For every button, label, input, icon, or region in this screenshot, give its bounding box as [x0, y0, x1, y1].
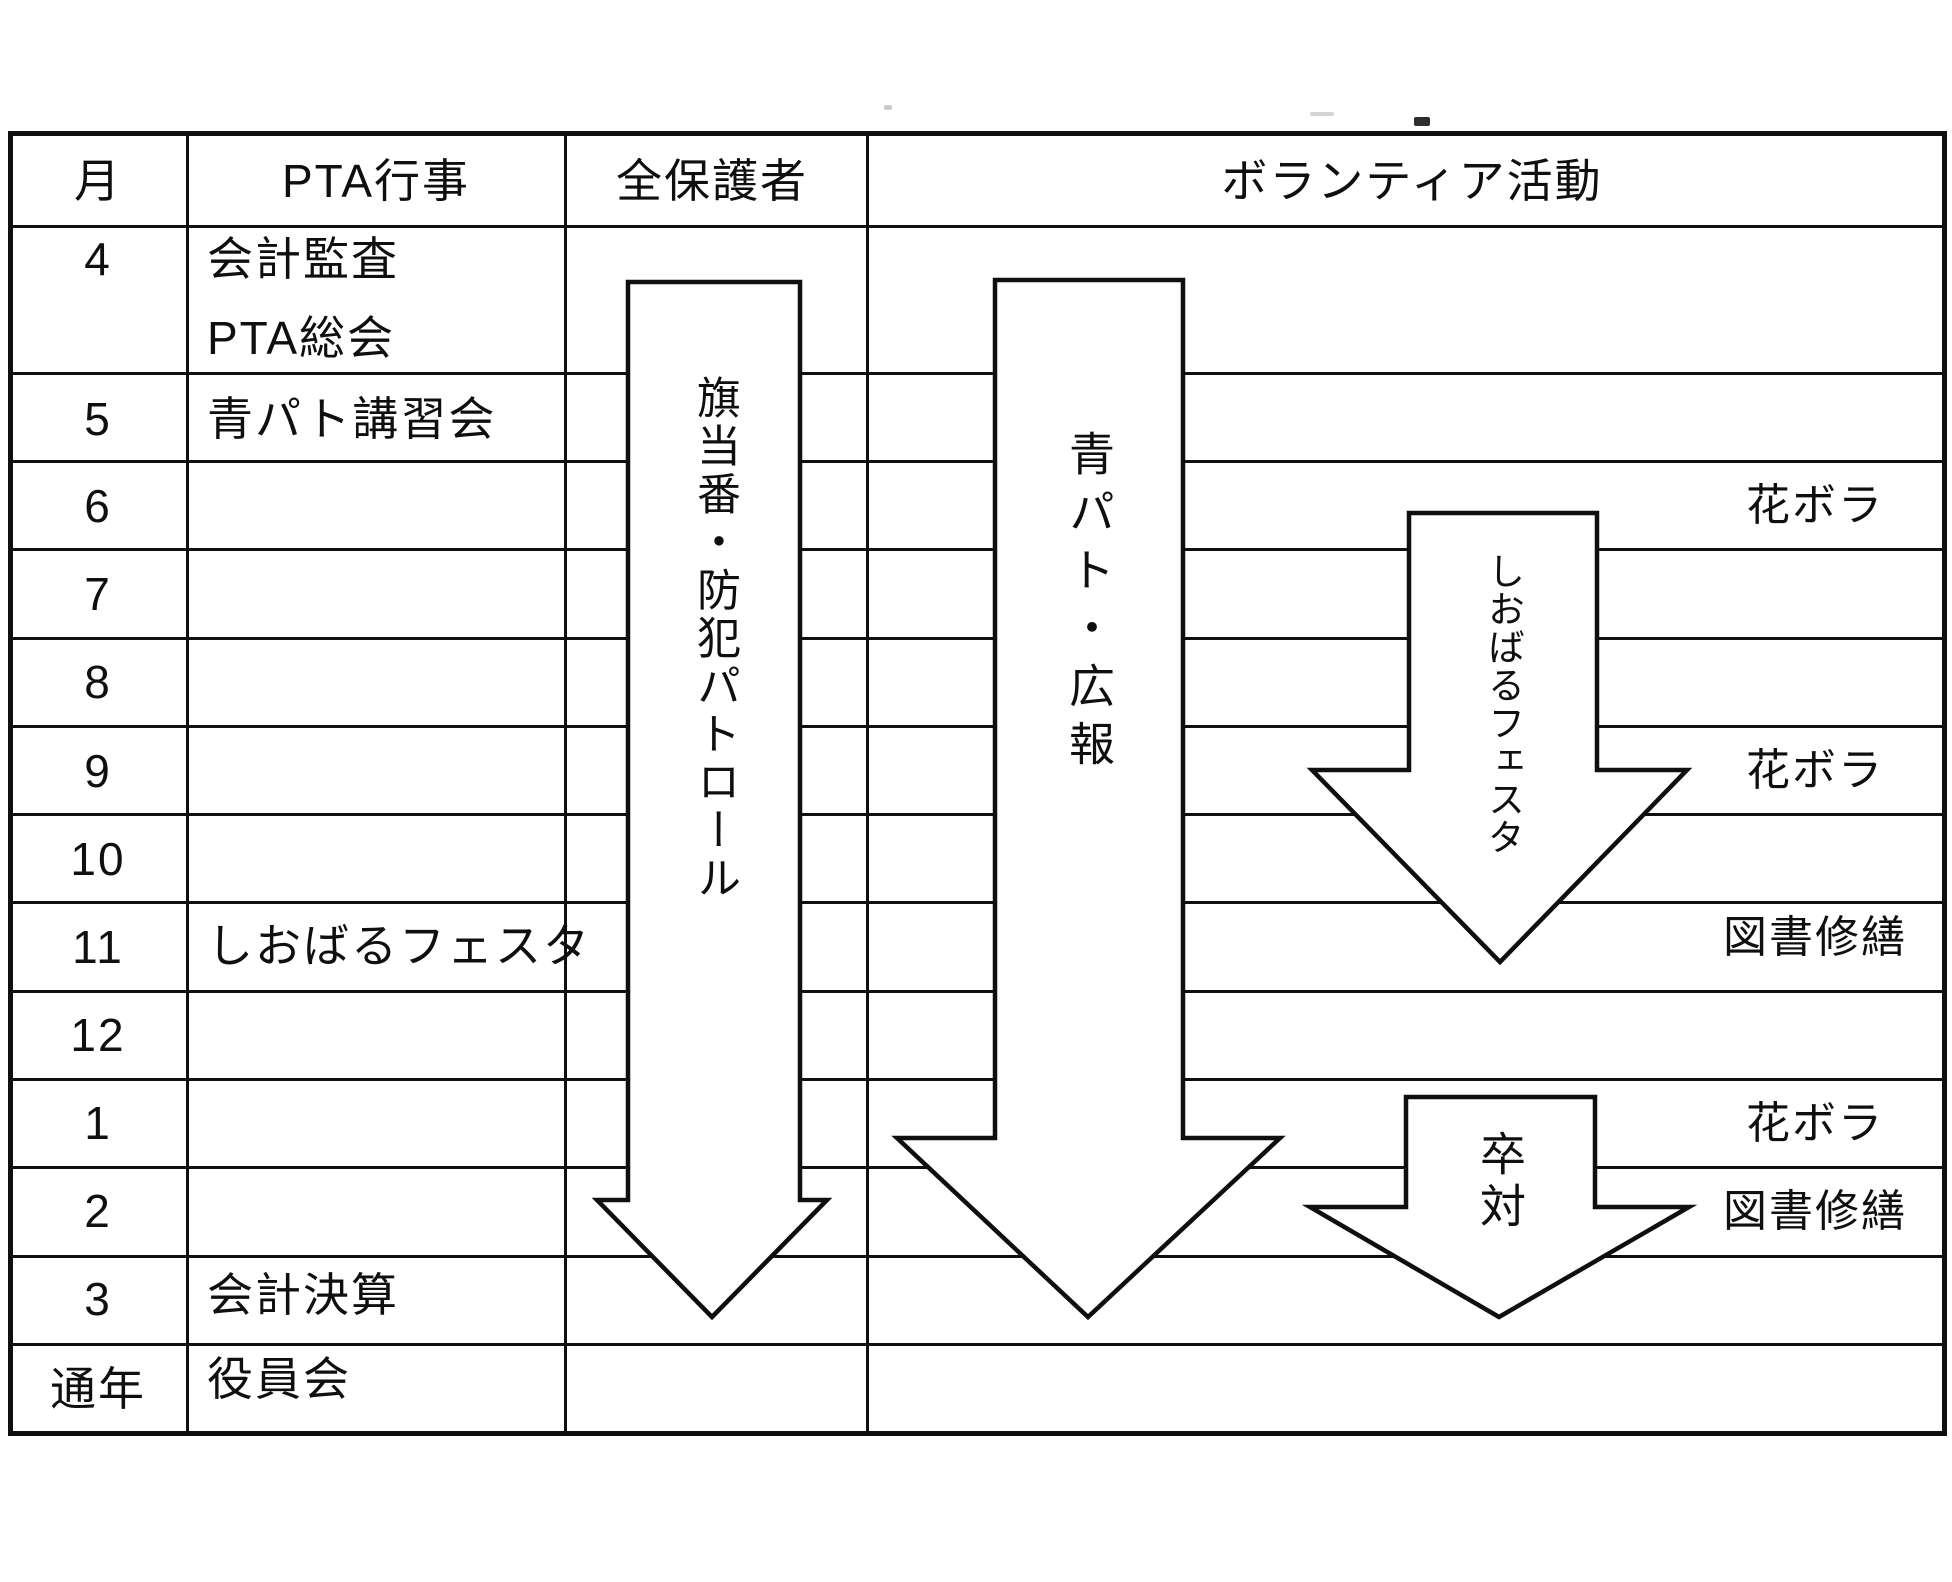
- side-label-book-repair-feb: 図書修繕: [1723, 1187, 1907, 1236]
- month-cell-8: 8: [84, 656, 112, 708]
- row-line: [10, 813, 1945, 816]
- row-line: [10, 637, 1945, 640]
- side-label-hanabora-jun: 花ボラ: [1746, 481, 1884, 530]
- month-cell-4: 4: [84, 233, 112, 285]
- event-officers-meeting: 役員会: [207, 1353, 351, 1405]
- guardian-flow-arrow-label: 旗当番・防犯パトロール: [690, 375, 739, 903]
- month-cell-12: 12: [70, 1009, 126, 1061]
- table-border-top: [8, 131, 1947, 136]
- month-cell-10: 10: [70, 833, 126, 885]
- event-shiobaru-festa: しおばるフェスタ: [207, 920, 591, 972]
- month-cell-yearround: 通年: [50, 1363, 146, 1415]
- event-pta-general-meeting: PTA総会: [207, 312, 396, 364]
- row-line: [10, 372, 1945, 375]
- row-line-header: [10, 225, 1945, 228]
- side-label-hanabora-jan: 花ボラ: [1746, 1099, 1884, 1148]
- volunteer-flow-arrow-label: 青パト・広報: [1063, 430, 1115, 778]
- festa-flow-arrow: [1306, 510, 1693, 966]
- header-all-guardians: 全保護者: [616, 155, 808, 207]
- graduation-flow-arrow: [1301, 1094, 1698, 1320]
- row-line: [10, 460, 1945, 463]
- month-cell-11: 11: [72, 921, 124, 973]
- row-line: [10, 548, 1945, 551]
- column-line-pta-events: [564, 134, 567, 1434]
- month-cell-7: 7: [84, 568, 112, 620]
- month-cell-9: 9: [84, 745, 112, 797]
- scan-artifact: [1310, 112, 1334, 116]
- row-line: [10, 901, 1945, 904]
- row-line: [10, 1078, 1945, 1081]
- row-line: [10, 990, 1945, 993]
- side-label-book-repair-nov: 図書修繕: [1723, 913, 1907, 962]
- month-cell-5: 5: [84, 393, 112, 445]
- scan-artifact: [1414, 117, 1430, 126]
- row-line: [10, 1255, 1945, 1258]
- volunteer-flow-arrow: [891, 277, 1286, 1321]
- month-cell-2: 2: [84, 1185, 112, 1237]
- header-pta-events: PTA行事: [281, 155, 471, 207]
- event-accounting-audit: 会計監査: [207, 233, 399, 285]
- festa-flow-arrow-label: しおばるフェスタ: [1482, 552, 1524, 856]
- month-cell-3: 3: [84, 1273, 112, 1325]
- guardian-flow-arrow: [591, 279, 833, 1321]
- row-line: [10, 1343, 1945, 1346]
- graduation-flow-arrow-label: 卒対: [1474, 1130, 1526, 1234]
- event-accounting-settlement: 会計決算: [207, 1269, 399, 1321]
- table-border-left: [8, 131, 13, 1436]
- table-border-bottom: [8, 1431, 1947, 1436]
- header-month: 月: [74, 155, 122, 207]
- column-line-month: [186, 134, 189, 1434]
- month-cell-1: 1: [84, 1097, 112, 1149]
- row-line: [10, 725, 1945, 728]
- column-line-guardians: [866, 134, 869, 1434]
- header-volunteer-activities: ボランティア活動: [1221, 155, 1603, 207]
- scan-artifact: [884, 105, 892, 110]
- event-aopato-training: 青パト講習会: [207, 393, 497, 445]
- month-cell-6: 6: [84, 480, 112, 532]
- side-label-hanabora-sep: 花ボラ: [1746, 746, 1884, 795]
- table-border-right: [1942, 131, 1947, 1436]
